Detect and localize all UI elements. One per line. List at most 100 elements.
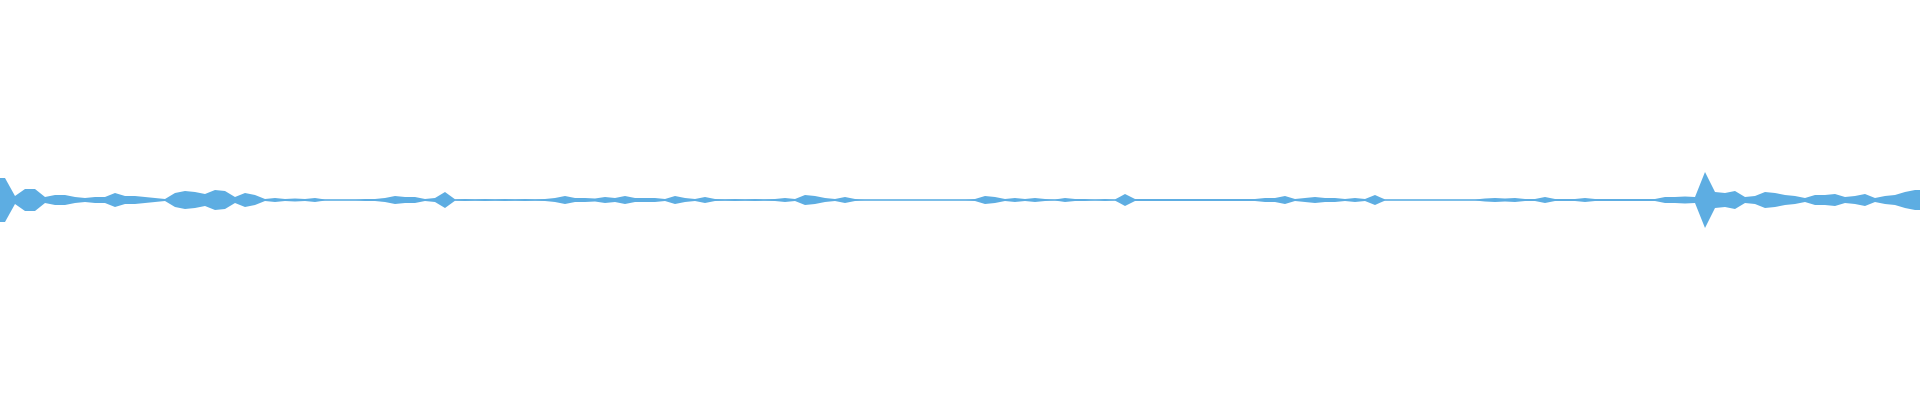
waveform-peak — [860, 199, 870, 201]
waveform-peak — [970, 197, 980, 203]
waveform-peak — [260, 197, 270, 203]
waveform-peak — [170, 192, 180, 208]
waveform-peak — [670, 196, 680, 204]
waveform-peak — [1810, 195, 1820, 205]
waveform-peak — [1450, 199, 1460, 201]
waveform-peak — [640, 198, 650, 202]
waveform-peak — [810, 195, 820, 205]
waveform-peak — [90, 197, 100, 203]
waveform-peak — [1140, 199, 1150, 201]
waveform-peak — [1090, 199, 1100, 201]
waveform-peak — [290, 198, 300, 202]
waveform-peak — [420, 198, 430, 202]
waveform-peak — [270, 198, 280, 202]
waveform-peak — [1550, 198, 1560, 202]
waveform-peak — [1020, 198, 1030, 202]
waveform-peak — [220, 190, 230, 210]
waveform-peak — [300, 198, 310, 202]
waveform-peak — [70, 196, 80, 204]
waveform-peak — [700, 197, 710, 203]
waveform-peak — [1420, 199, 1430, 201]
waveform-peak — [1460, 199, 1470, 201]
waveform-peak — [540, 198, 550, 202]
waveform-peak — [1260, 198, 1270, 202]
waveform-peak — [180, 191, 190, 209]
waveform-peak — [1080, 199, 1090, 201]
waveform-peak — [1710, 182, 1720, 218]
waveform-peak — [0, 178, 10, 222]
waveform-peak — [1250, 198, 1260, 202]
waveform-peak — [1860, 194, 1870, 206]
waveform-peak — [370, 198, 380, 202]
waveform-peak — [900, 199, 910, 201]
waveform-peak — [1400, 199, 1410, 201]
waveform-peak — [690, 198, 700, 202]
waveform-peak — [1170, 199, 1180, 201]
waveform-peak — [680, 197, 690, 203]
waveform-peak — [960, 199, 970, 201]
waveform-peak — [920, 199, 930, 201]
waveform-peak — [1650, 198, 1660, 202]
waveform-peak — [1630, 199, 1640, 201]
waveform-peak — [1590, 198, 1600, 202]
waveform-peak — [770, 198, 780, 202]
waveform-peak — [1690, 184, 1700, 216]
waveform-peak — [600, 197, 610, 203]
waveform-peak — [1200, 199, 1210, 201]
waveform-peak — [1000, 198, 1010, 202]
waveform-peak — [1360, 197, 1370, 203]
waveform-peak — [620, 196, 630, 204]
waveform-peak — [830, 198, 840, 202]
waveform-peak — [1350, 198, 1360, 202]
waveform-peak — [1870, 196, 1880, 204]
waveform-peak — [1620, 199, 1630, 201]
waveform-peak — [950, 199, 960, 201]
waveform-peak — [1740, 194, 1750, 206]
waveform-peak — [1150, 199, 1160, 201]
waveform-peak — [1580, 198, 1590, 202]
waveform-peak — [470, 199, 480, 201]
waveform-peak — [730, 199, 740, 201]
waveform-peak — [1610, 199, 1620, 201]
waveform-peak — [430, 195, 440, 205]
waveform-peak — [360, 199, 370, 201]
waveform-peak — [1500, 198, 1510, 202]
waveform-peak — [1380, 197, 1390, 203]
waveform-peak — [1760, 192, 1770, 208]
waveform-peak — [930, 199, 940, 201]
waveform-peak — [1700, 172, 1710, 228]
waveform-peak — [610, 197, 620, 203]
waveform-peak — [1270, 197, 1280, 203]
waveform-peak — [1320, 197, 1330, 203]
waveform-peak — [130, 196, 140, 204]
waveform-peak — [1570, 198, 1580, 202]
waveform-peak — [1880, 195, 1890, 205]
waveform-peak — [910, 199, 920, 201]
waveform-peak — [720, 199, 730, 201]
waveform-peak — [440, 192, 450, 208]
waveform-peak — [880, 199, 890, 201]
waveform-peak — [940, 199, 950, 201]
waveform-peak — [1560, 199, 1570, 201]
waveform-peak — [1300, 197, 1310, 203]
waveform-peak — [380, 197, 390, 203]
waveform-peak — [1100, 199, 1110, 201]
waveform-peak — [1480, 198, 1490, 202]
waveform-peak — [1790, 195, 1800, 205]
waveform-peak — [820, 197, 830, 203]
waveform-peak — [1060, 198, 1070, 202]
waveform-peak — [780, 198, 790, 202]
waveform-peak — [500, 199, 510, 201]
waveform-peak — [1510, 198, 1520, 202]
waveform-peak — [1010, 198, 1020, 202]
waveform-peak — [1110, 196, 1120, 204]
waveform-peak — [590, 197, 600, 203]
waveform-peak — [400, 196, 410, 204]
waveform-peak — [1900, 191, 1910, 209]
waveform-peak — [1120, 194, 1130, 206]
waveform-peak — [980, 196, 990, 204]
waveform-peak — [1670, 196, 1680, 204]
waveform-peak — [1050, 198, 1060, 202]
waveform-peak — [1830, 194, 1840, 206]
